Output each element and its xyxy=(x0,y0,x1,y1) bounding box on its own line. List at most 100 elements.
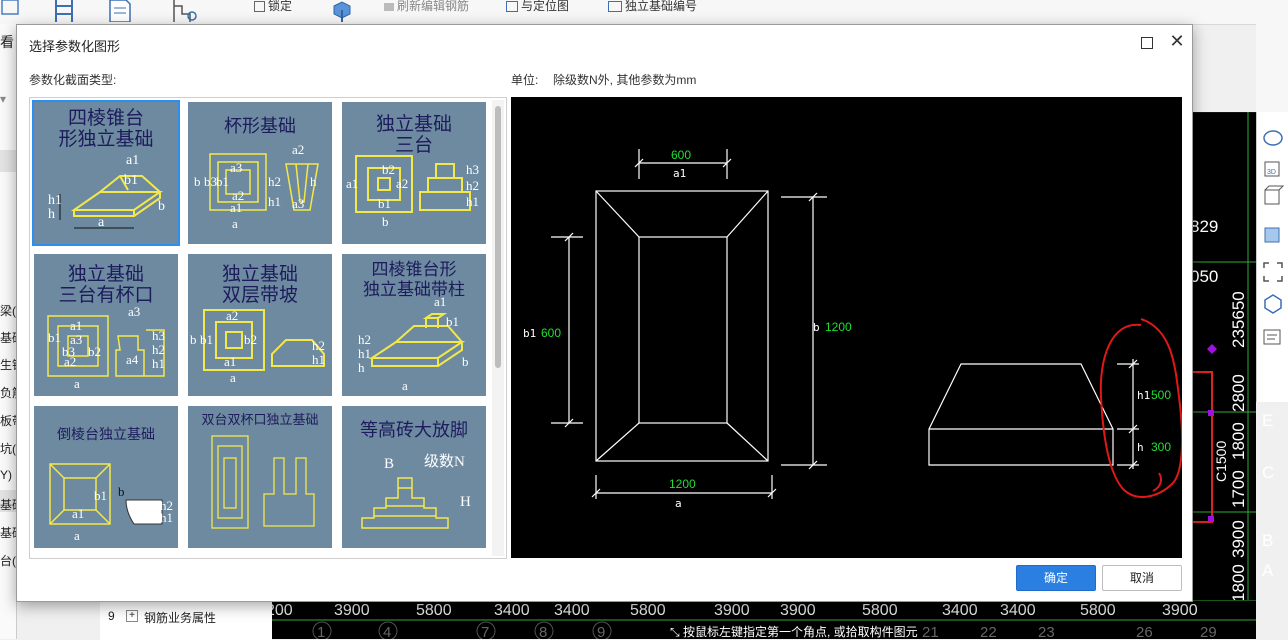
check-position-button[interactable]: 与定位图 xyxy=(506,0,569,13)
svg-text:h2: h2 xyxy=(152,342,165,357)
3d-view-icon[interactable]: 3D xyxy=(1261,156,1285,180)
ok-button[interactable]: 确定 xyxy=(1016,565,1096,591)
svg-text:h: h xyxy=(310,174,317,189)
left-item-4[interactable]: 板带 xyxy=(0,414,16,428)
preview-b1-name: b1 xyxy=(523,327,536,340)
left-item-3[interactable]: 负筋 xyxy=(0,386,16,400)
preview-b-name: b xyxy=(813,321,820,334)
thumb-isolated-three-step[interactable]: 独立基础 三台 b2 a1 a2 b1 h3 h2 h1 xyxy=(342,102,486,244)
rotate-cube-icon[interactable] xyxy=(1261,292,1285,316)
left-item-0[interactable]: 梁(F xyxy=(0,304,16,318)
view-tools-panel: 3D xyxy=(1256,112,1288,402)
ladder-icon[interactable] xyxy=(52,0,78,22)
solid-cube-icon[interactable] xyxy=(1261,222,1285,246)
thumb-pyramid-with-column[interactable]: 四棱锥台形 独立基础带柱 a1 b1 h2 h1 h a b xyxy=(342,254,486,396)
cad-label-c1500: C1500 xyxy=(1213,441,1229,482)
svg-text:b1: b1 xyxy=(200,332,213,347)
dim-3900a: 3900 xyxy=(334,602,370,619)
3d-box-icon[interactable] xyxy=(328,0,354,22)
svg-text:h1: h1 xyxy=(268,194,281,209)
orbit-icon[interactable] xyxy=(1261,126,1285,150)
shape-thumbnail-list: 四棱锥台 形独立基础 a1 b1 h1 h a b xyxy=(29,97,507,559)
svg-text:a1: a1 xyxy=(224,354,236,369)
left-item-1[interactable]: 基础 xyxy=(0,331,16,345)
svg-text:b: b xyxy=(190,332,197,347)
svg-text:a: a xyxy=(98,215,105,230)
svg-text:h3: h3 xyxy=(152,328,165,343)
zoom-extent-icon[interactable] xyxy=(1261,260,1285,284)
axis-29: 29 xyxy=(1200,624,1217,639)
red-annotation-circle xyxy=(1099,318,1182,498)
right-top-area xyxy=(1256,24,1288,112)
unit-description: 除级数N外, 其他参数为mm xyxy=(553,73,697,87)
svg-text:a3: a3 xyxy=(230,160,242,175)
close-icon[interactable]: ✕ xyxy=(1169,31,1185,51)
cad-label-050: 050 xyxy=(1190,267,1218,286)
refresh-rebar-button[interactable]: 刷新编辑钢筋 xyxy=(384,0,469,13)
cad-canvas-bottom[interactable]: 200 3900 5800 3400 3400 5800 3900 3900 5… xyxy=(272,600,1256,639)
thumb-inverted-frustum[interactable]: 倒棱台独立基础 b1 a1 b h2 h1 a xyxy=(34,406,178,548)
svg-text:b3: b3 xyxy=(62,344,75,359)
axis-letter-a: A xyxy=(1262,561,1274,580)
thumb-title: 等高砖大放脚 xyxy=(360,420,468,440)
properties-icon[interactable] xyxy=(1261,326,1285,350)
axis-letter-b: B xyxy=(1262,531,1273,550)
view-icon[interactable] xyxy=(0,0,26,22)
left-item-6[interactable]: Y) xyxy=(0,468,12,482)
isolated-numbering-button[interactable]: 独立基础编号 xyxy=(608,0,697,13)
axis-9: 9 xyxy=(597,624,605,639)
thumb-pyramid-isolated-foundation[interactable]: 四棱锥台 形独立基础 a1 b1 h1 h a b xyxy=(32,100,180,246)
lock-button[interactable]: 锁定 xyxy=(254,0,292,13)
status-text: ⤡ 按鼠标左键指定第一个角点, 或拾取构件图元 xyxy=(670,625,918,639)
thumb-diagram: b2 a1 a2 b1 h3 h2 h1 b xyxy=(346,155,479,229)
shape-preview-canvas: 600 a1 b1 600 b 1200 1200 a h1 500 h 300 xyxy=(511,97,1182,558)
scrollbar-thumb[interactable] xyxy=(495,106,501,368)
svg-text:a3: a3 xyxy=(292,196,304,211)
left-item-9[interactable]: 台(\ xyxy=(0,554,16,568)
svg-text:a: a xyxy=(230,370,236,385)
svg-text:b1: b1 xyxy=(216,174,229,189)
svg-text:H: H xyxy=(460,494,471,510)
svg-text:h1: h1 xyxy=(466,194,479,209)
property-row-number: 9 xyxy=(108,609,115,623)
thumb-three-step-with-cup[interactable]: 独立基础 三台有杯口 a1 b1 a3 b3 a2 b2 a3 xyxy=(34,254,178,396)
svg-text:B: B xyxy=(384,456,394,472)
document-icon[interactable] xyxy=(108,0,134,22)
svg-text:a3: a3 xyxy=(70,332,82,347)
left-item-2[interactable]: 生钢 xyxy=(0,358,16,372)
axis-4: 4 xyxy=(383,624,391,639)
axis-letter-e: E xyxy=(1262,411,1273,430)
property-row[interactable]: 9 + 钢筋业务属性 xyxy=(100,607,272,627)
svg-text:a1: a1 xyxy=(70,318,82,333)
left-item-8[interactable]: 基础 xyxy=(0,526,16,540)
dim-3900c: 3900 xyxy=(780,602,816,619)
svg-text:a2: a2 xyxy=(232,188,244,203)
svg-text:a2: a2 xyxy=(396,176,408,191)
svg-text:b: b xyxy=(382,214,389,229)
expand-icon[interactable]: + xyxy=(126,610,138,622)
preview-b1-value: 600 xyxy=(541,326,561,340)
thumb-cup-foundation[interactable]: 杯形基础 a2 b b3 b1 h2 a3 a2 h1 xyxy=(188,102,332,244)
svg-text:a2: a2 xyxy=(64,354,76,369)
svg-text:b: b xyxy=(158,199,165,214)
thumb-title: 四棱锥台 形独立基础 xyxy=(58,108,154,150)
cad-canvas-right[interactable]: 829 050 xyxy=(1190,112,1256,622)
stair-rebar-icon[interactable] xyxy=(172,0,198,22)
cancel-button[interactable]: 取消 xyxy=(1102,565,1182,591)
axis-21: 21 xyxy=(922,624,939,639)
maximize-icon[interactable] xyxy=(1141,37,1153,49)
svg-text:b: b xyxy=(118,484,125,499)
left-partial-dropdown[interactable]: ▾ xyxy=(0,92,7,106)
thumb-double-step-double-cup[interactable]: 双台双杯口独立基础 xyxy=(188,406,332,548)
cube-icon[interactable] xyxy=(1261,184,1285,208)
svg-text:h1: h1 xyxy=(152,356,165,371)
left-item-5[interactable]: 坑(K xyxy=(0,442,16,456)
thumb-double-layer-slope[interactable]: 独立基础 双层带坡 a2 b2 b b1 h2 h1 a1 a xyxy=(188,254,332,396)
svg-text:h1: h1 xyxy=(358,346,371,361)
properties-strip: 9 + 钢筋业务属性 xyxy=(100,600,272,640)
ribbon-toolbar: 锁定 刷新编辑钢筋 与定位图 独立基础编号 xyxy=(0,0,1288,25)
thumb-title: 独立基础 三台有杯口 xyxy=(58,264,154,306)
thumbnail-scrollbar[interactable] xyxy=(492,100,504,556)
left-item-7[interactable]: 基础 xyxy=(0,498,16,512)
thumb-brick-spread-footing[interactable]: 等高砖大放脚 B 级数N H xyxy=(342,406,486,548)
